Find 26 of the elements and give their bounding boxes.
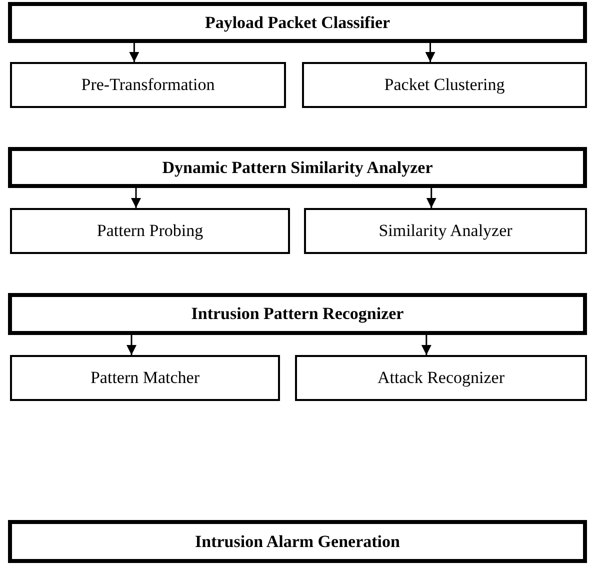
stage-title: Dynamic Pattern Similarity Analyzer — [162, 158, 433, 178]
stage-box — [8, 147, 587, 188]
process-box — [10, 208, 290, 254]
stage-box — [8, 293, 587, 335]
process-box — [304, 208, 587, 254]
process-box — [302, 62, 587, 108]
process-box — [10, 355, 280, 401]
arrow — [426, 188, 436, 208]
arrow — [129, 43, 140, 62]
stage-box — [8, 520, 587, 563]
arrow — [425, 43, 436, 62]
process-label: Pattern Matcher — [90, 368, 200, 388]
arrow — [421, 335, 432, 355]
process-label: Pattern Probing — [96, 221, 204, 241]
process-label: Similarity Analyzer — [378, 221, 512, 241]
process-label: Packet Clustering — [384, 75, 505, 95]
stage-box — [8, 2, 587, 43]
stage-title: Payload Packet Classifier — [204, 12, 390, 32]
process-label: Pre-Transformation — [81, 75, 215, 95]
stage-title: Intrusion Pattern Recognizer — [191, 304, 404, 324]
process-label: Attack Recognizer — [378, 368, 504, 388]
arrow — [131, 188, 141, 208]
stage-title: Intrusion Alarm Generation — [195, 532, 400, 552]
arrow — [126, 335, 136, 355]
process-box — [295, 355, 587, 401]
process-box — [10, 62, 286, 108]
